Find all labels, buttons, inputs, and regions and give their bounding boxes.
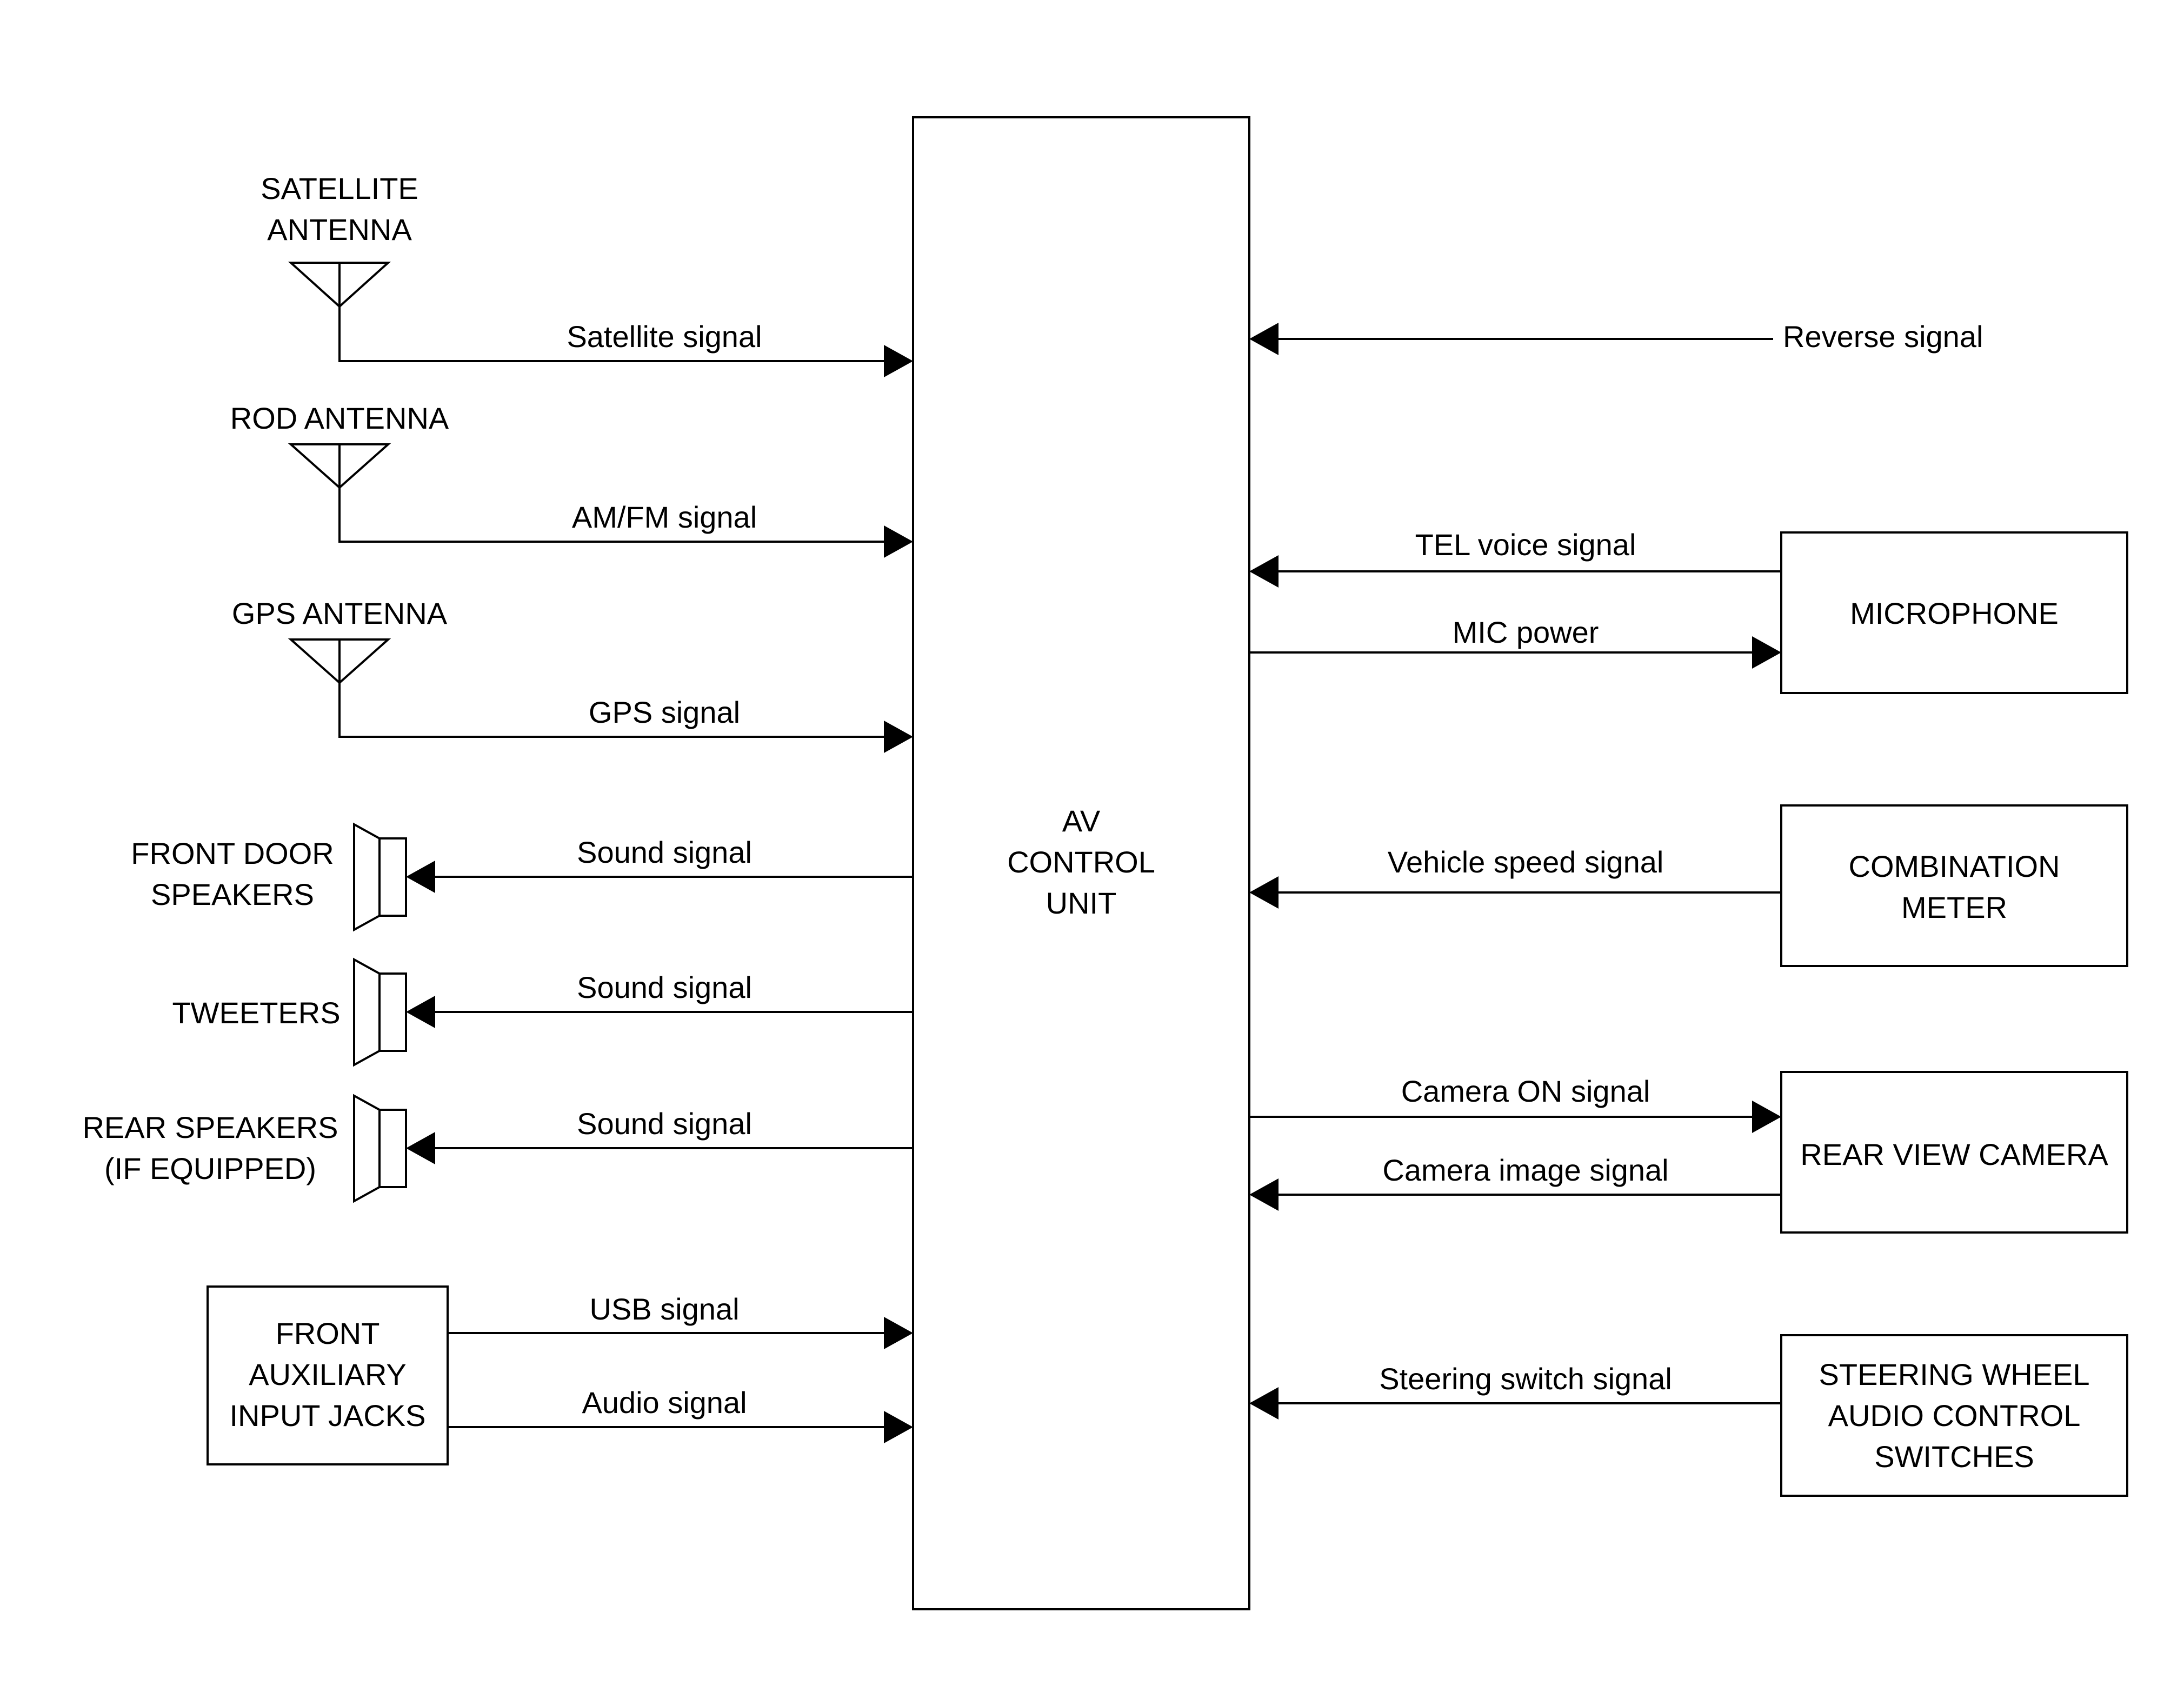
microphone-label: MICROPHONE (1850, 596, 2059, 630)
rear-speakers-sound-signal-line: Sound signal (406, 1107, 913, 1164)
steering-switch-signal-label: Steering switch signal (1379, 1362, 1672, 1396)
steering-switches-label-line-1: STEERING WHEEL (1819, 1357, 2090, 1391)
satellite-signal-label: Satellite signal (567, 319, 762, 354)
rear-speakers-sound-signal-label: Sound signal (577, 1107, 752, 1141)
av-control-unit-label-line-3: UNIT (1046, 886, 1117, 920)
tweeters-label: TWEETERS (172, 996, 340, 1030)
front-door-sound-signal-line: Sound signal (406, 835, 913, 893)
tweeters-sound-signal-label: Sound signal (577, 970, 752, 1004)
combination-meter: COMBINATION METER (1780, 804, 2128, 967)
gps-antenna: GPS ANTENNA (232, 596, 448, 684)
camera-on-signal-label: Camera ON signal (1401, 1074, 1650, 1108)
mic-power-line: MIC power (1249, 615, 1781, 669)
satellite-antenna-label-line-2: ANTENNA (267, 212, 412, 246)
steering-switches-label-line-2: AUDIO CONTROL (1828, 1398, 2081, 1433)
rear-speakers-label-line-2: (IF EQUIPPED) (104, 1151, 316, 1185)
satellite-antenna-label-line-1: SATELLITE (261, 171, 418, 205)
rear-speakers: REAR SPEAKERS (IF EQUIPPED) (82, 1094, 407, 1203)
front-door-sound-signal-label: Sound signal (577, 835, 752, 869)
audio-signal-line: Audio signal (448, 1385, 913, 1443)
mic-power-label: MIC power (1453, 615, 1599, 649)
gps-signal-label: GPS signal (589, 695, 740, 729)
satellite-signal-line: Satellite signal (338, 307, 913, 377)
tel-voice-signal-label: TEL voice signal (1415, 528, 1636, 562)
aux-label-line-3: INPUT JACKS (229, 1398, 425, 1433)
rod-antenna: ROD ANTENNA (230, 401, 449, 489)
am-fm-signal-label: AM/FM signal (572, 500, 757, 534)
aux-label-line-2: AUXILIARY (249, 1357, 407, 1391)
front-door-speakers-label-line-2: SPEAKERS (151, 877, 314, 911)
speaker-icon (353, 1094, 407, 1203)
tweeters: TWEETERS (172, 957, 407, 1067)
combination-meter-label-line-2: METER (1901, 890, 2007, 924)
rod-antenna-label: ROD ANTENNA (230, 401, 449, 435)
microphone: MICROPHONE (1780, 531, 2128, 694)
steering-switches-label-line-3: SWITCHES (1874, 1440, 2034, 1474)
reverse-signal-line: Reverse signal (1249, 319, 1983, 355)
front-door-speakers-label-line-1: FRONT DOOR (131, 836, 334, 870)
av-control-unit-label-line-2: CONTROL (1007, 845, 1155, 879)
camera-image-signal-line: Camera image signal (1249, 1153, 1781, 1211)
steering-switch-signal-line: Steering switch signal (1249, 1362, 1781, 1420)
rear-view-camera: REAR VIEW CAMERA (1780, 1071, 2128, 1234)
gps-antenna-label: GPS ANTENNA (232, 596, 448, 630)
aux-label-line-1: FRONT (276, 1316, 380, 1350)
am-fm-signal-line: AM/FM signal (338, 488, 913, 558)
combination-meter-label-line-1: COMBINATION (1849, 849, 2060, 883)
front-auxiliary-input-jacks: FRONT AUXILIARY INPUT JACKS (207, 1285, 449, 1465)
satellite-antenna: SATELLITE ANTENNA (261, 171, 418, 308)
front-door-speakers: FRONT DOOR SPEAKERS (131, 822, 407, 932)
vehicle-speed-signal-line: Vehicle speed signal (1249, 845, 1781, 909)
speaker-icon (353, 822, 407, 932)
reverse-signal-label: Reverse signal (1783, 319, 1983, 354)
vehicle-speed-signal-label: Vehicle speed signal (1388, 845, 1664, 879)
audio-signal-label: Audio signal (582, 1385, 747, 1420)
usb-signal-line: USB signal (448, 1292, 913, 1349)
av-control-unit: AV CONTROL UNIT (912, 116, 1250, 1610)
camera-image-signal-label: Camera image signal (1382, 1153, 1668, 1187)
tel-voice-signal-line: TEL voice signal (1249, 528, 1781, 588)
usb-signal-label: USB signal (589, 1292, 739, 1326)
rear-speakers-label-line-1: REAR SPEAKERS (82, 1110, 338, 1144)
camera-on-signal-line: Camera ON signal (1249, 1074, 1781, 1133)
speaker-icon (353, 957, 407, 1067)
av-control-unit-label-line-1: AV (1062, 804, 1101, 838)
tweeters-sound-signal-line: Sound signal (406, 970, 913, 1028)
rear-view-camera-label: REAR VIEW CAMERA (1800, 1137, 2108, 1171)
gps-signal-line: GPS signal (338, 683, 913, 753)
steering-wheel-audio-control-switches: STEERING WHEEL AUDIO CONTROL SWITCHES (1780, 1334, 2128, 1497)
